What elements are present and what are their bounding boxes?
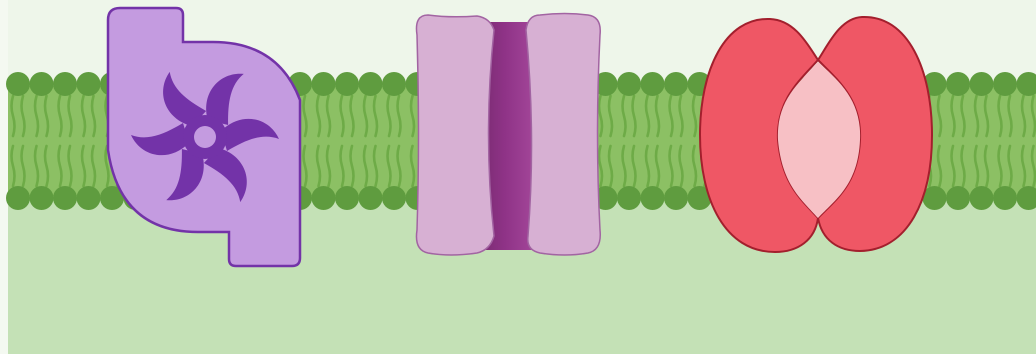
lipid-head <box>664 72 688 96</box>
lipid-head <box>335 186 359 210</box>
lipid-head <box>312 72 336 96</box>
lipid-head <box>970 72 994 96</box>
lipid-head <box>617 72 641 96</box>
lipid-head <box>946 72 970 96</box>
lipid-head <box>312 186 336 210</box>
lipid-head <box>382 72 406 96</box>
lipid-head <box>53 72 77 96</box>
lipid-head <box>53 186 77 210</box>
lipid-head <box>359 72 383 96</box>
lipid-head <box>664 186 688 210</box>
channel-protein <box>416 14 600 256</box>
lipid-head <box>617 186 641 210</box>
lipid-head <box>77 186 101 210</box>
lipid-head <box>641 186 665 210</box>
lipid-head <box>993 186 1017 210</box>
lipid-head <box>359 186 383 210</box>
lipid-head <box>30 186 54 210</box>
lipid-head <box>970 186 994 210</box>
left-edge-strip <box>0 0 8 354</box>
lipid-head <box>382 186 406 210</box>
channel-wall-right <box>526 14 600 256</box>
lipid-head <box>6 72 30 96</box>
lipid-head <box>30 72 54 96</box>
lipid-head <box>946 186 970 210</box>
pump-rotor-hub <box>194 126 216 148</box>
lipid-head <box>993 72 1017 96</box>
lipid-head <box>77 72 101 96</box>
lipid-head <box>6 186 30 210</box>
lipid-head <box>641 72 665 96</box>
lipid-head <box>335 72 359 96</box>
channel-wall-left <box>416 15 494 255</box>
